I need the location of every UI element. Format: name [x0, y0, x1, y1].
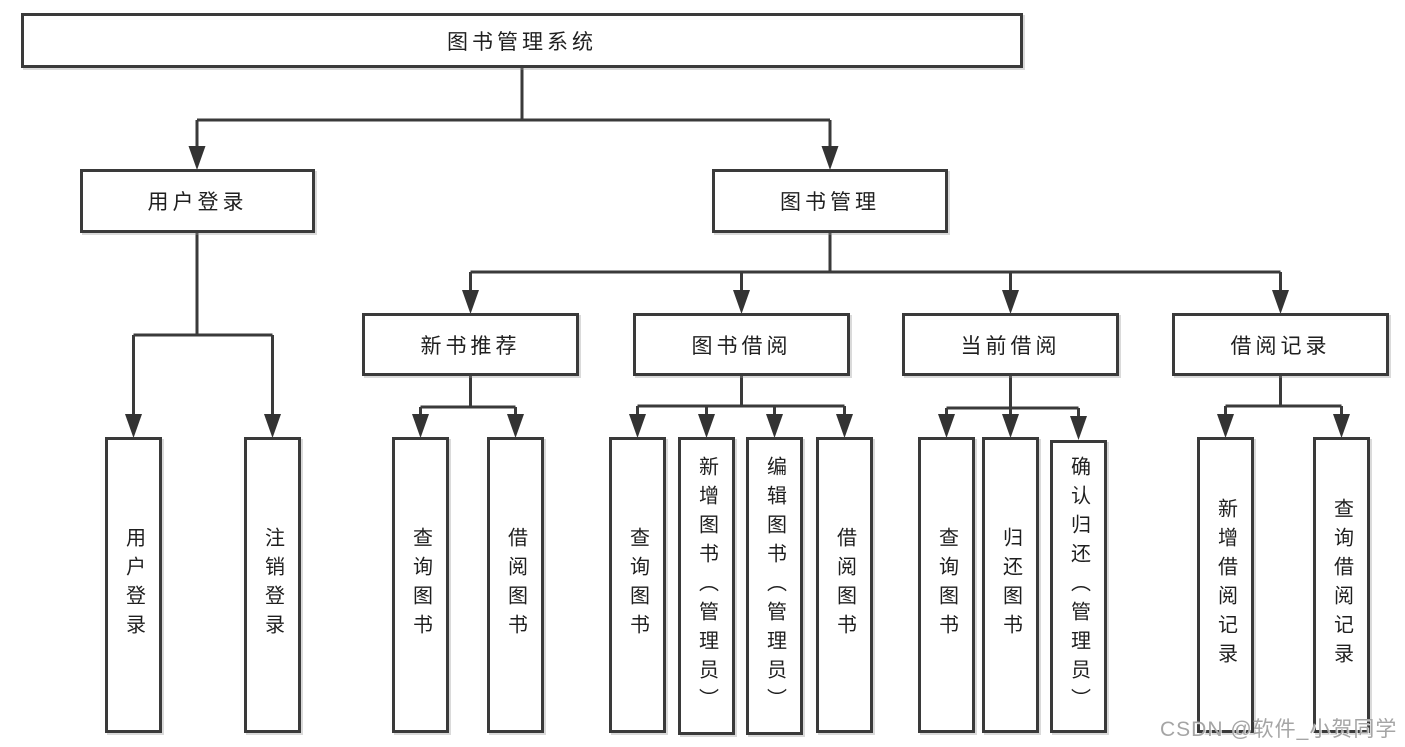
node-new-book-recommendation: 新书推荐: [362, 313, 579, 376]
connector-current-borrowing: [938, 376, 1087, 440]
node-label: 图书管理系统: [447, 30, 597, 54]
node-label: 图书管理: [780, 191, 880, 214]
node-label: 新增图书（管理员）: [695, 455, 718, 717]
arrowhead: [188, 146, 206, 170]
node-label: 查询图书: [935, 527, 958, 643]
leaf-add-books-admin: 新增图书（管理员）: [678, 437, 735, 735]
node-book-borrowing: 图书借阅: [633, 313, 850, 376]
arrowhead: [733, 290, 750, 314]
arrowhead: [766, 414, 783, 438]
arrowhead: [1002, 290, 1019, 314]
node-label: 确认归还（管理员）: [1067, 456, 1090, 717]
connector-book-management: [462, 233, 1289, 314]
arrowhead: [1272, 290, 1289, 314]
arrowhead: [1333, 414, 1350, 438]
node-label: 用户登录: [122, 527, 145, 643]
node-label: 用户登录: [147, 191, 248, 214]
node-label: 图书借阅: [691, 334, 792, 358]
leaf-return-books: 归还图书: [982, 437, 1039, 733]
node-label: 新增借阅记录: [1214, 498, 1237, 672]
leaf-borrow-books-borrowing: 借阅图书: [816, 437, 873, 733]
node-label: 查询借阅记录: [1330, 498, 1353, 672]
leaf-borrow-books-recommend: 借阅图书: [487, 437, 544, 733]
arrowhead: [1070, 416, 1087, 440]
node-library-management-system: 图书管理系统: [21, 13, 1023, 68]
arrowhead: [264, 414, 281, 438]
connector-root: [188, 68, 839, 170]
leaf-edit-books-admin: 编辑图书（管理员）: [746, 437, 803, 735]
node-label: 新书推荐: [420, 334, 521, 358]
leaf-query-books-borrowing: 查询图书: [609, 437, 666, 733]
csdn-watermark: CSDN @软件_小贺同学: [1160, 718, 1398, 741]
arrowhead: [698, 414, 715, 438]
arrowhead: [462, 290, 479, 314]
node-label: 借阅图书: [833, 527, 856, 643]
node-label: 当前借阅: [960, 334, 1061, 358]
connector-user-login: [125, 233, 281, 438]
node-borrowing-records: 借阅记录: [1172, 313, 1389, 376]
connector-new-book-recommendation: [412, 376, 524, 438]
connector-borrowing-records: [1217, 376, 1350, 438]
leaf-query-books-current: 查询图书: [918, 437, 975, 733]
arrowhead: [1002, 414, 1019, 438]
arrowhead: [125, 414, 142, 438]
node-label: 查询图书: [409, 527, 432, 643]
arrowhead: [938, 414, 955, 438]
node-label: 注销登录: [261, 527, 284, 643]
node-current-borrowing: 当前借阅: [902, 313, 1119, 376]
leaf-query-borrow-record: 查询借阅记录: [1313, 437, 1370, 733]
node-label: 借阅记录: [1230, 334, 1331, 358]
arrowhead: [507, 414, 524, 438]
leaf-user-login: 用户登录: [105, 437, 162, 733]
arrowhead: [629, 414, 646, 438]
node-label: 查询图书: [626, 527, 649, 643]
arrowhead: [836, 414, 853, 438]
arrowhead: [412, 414, 429, 438]
node-user-login: 用户登录: [80, 169, 315, 233]
node-label: 编辑图书（管理员）: [763, 455, 786, 717]
node-label: 归还图书: [999, 527, 1022, 643]
node-book-management: 图书管理: [712, 169, 948, 233]
arrowhead: [821, 146, 839, 170]
connector-book-borrowing: [629, 376, 853, 438]
leaf-add-borrow-record: 新增借阅记录: [1197, 437, 1254, 733]
leaf-confirm-return-admin: 确认归还（管理员）: [1050, 440, 1107, 733]
leaf-logout: 注销登录: [244, 437, 301, 733]
arrowhead: [1217, 414, 1234, 438]
node-label: 借阅图书: [504, 527, 527, 643]
leaf-query-books-recommend: 查询图书: [392, 437, 449, 733]
